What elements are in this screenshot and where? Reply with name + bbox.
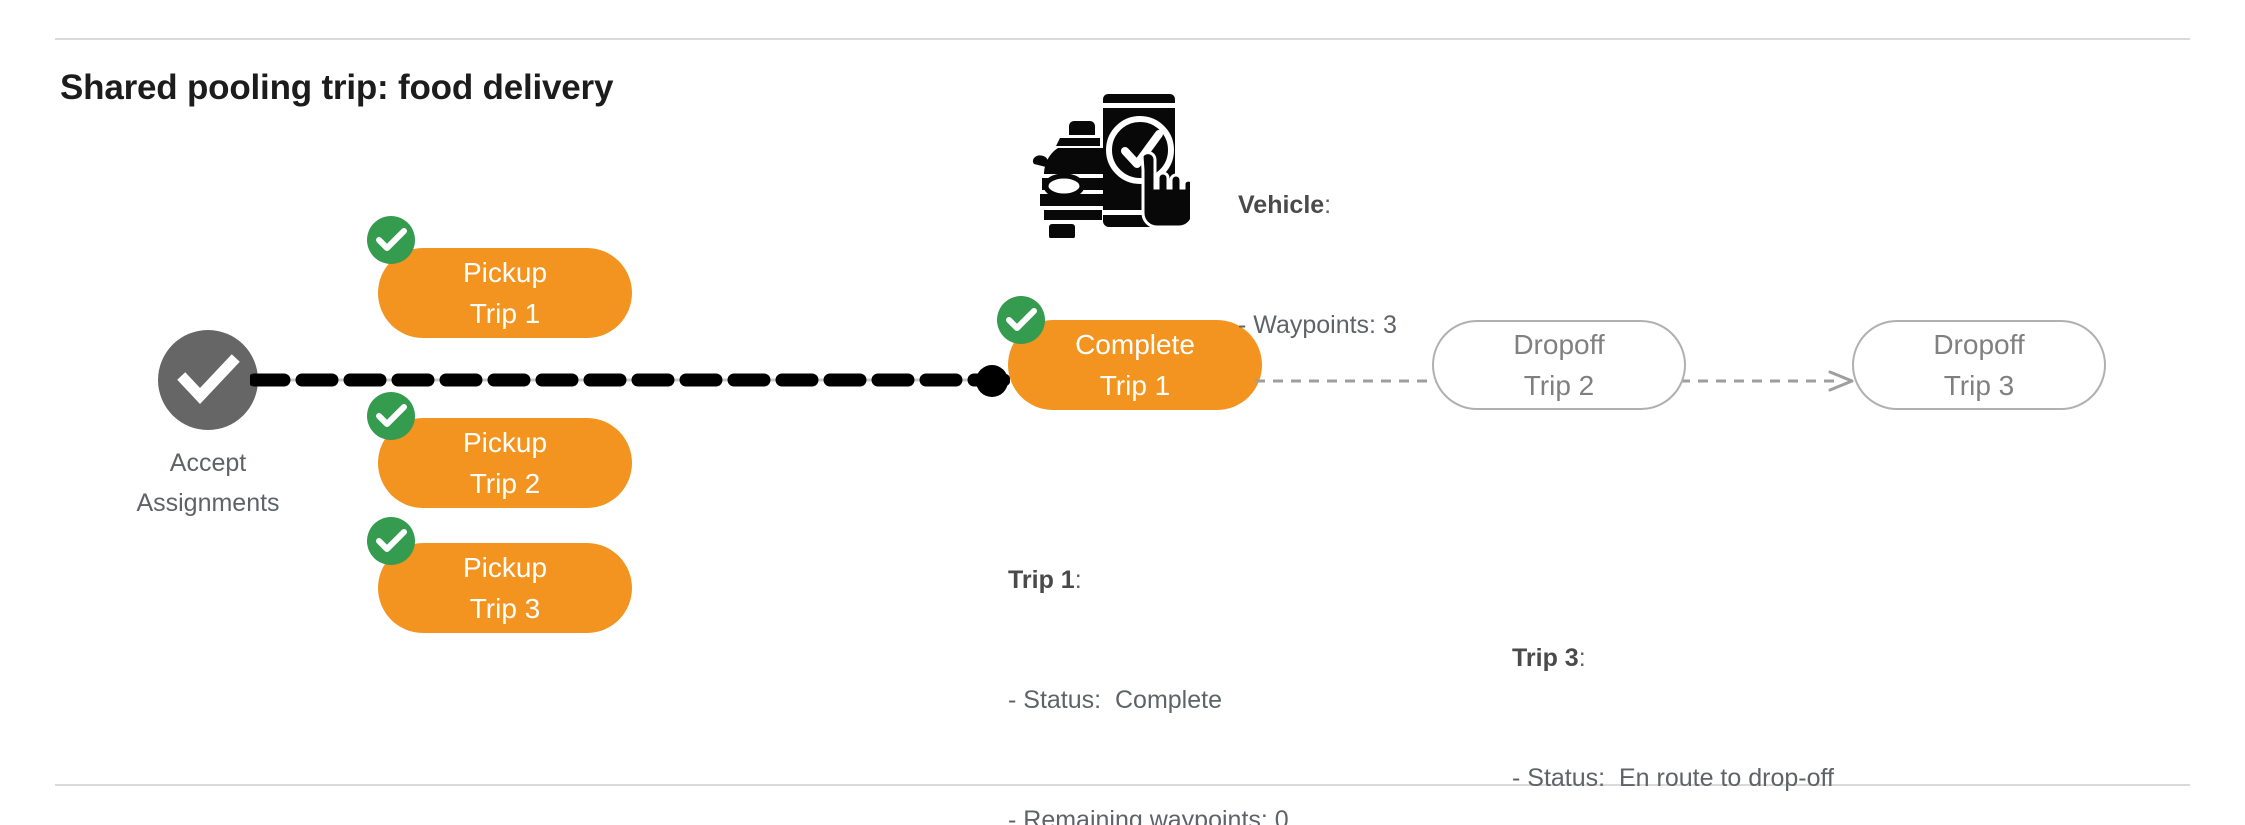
accept-assignments-label: Accept Assignments bbox=[88, 443, 328, 523]
pill-pickup-trip-2-line2: Trip 2 bbox=[469, 468, 541, 499]
check-badge-pickup-trip-2 bbox=[367, 392, 415, 440]
check-badge-icon bbox=[376, 228, 407, 251]
vehicle-info-heading-row: Vehicle: bbox=[1238, 185, 1397, 225]
pill-pickup-trip-3[interactable]: Pickup Trip 3 bbox=[378, 543, 632, 633]
pill-pickup-trip-2-line1: Pickup bbox=[462, 427, 548, 458]
connector-accept-to-complete bbox=[250, 373, 1010, 387]
trip-3-heading-suffix: : bbox=[1578, 644, 1586, 672]
pill-complete-trip-1-line2: Trip 1 bbox=[1099, 370, 1171, 401]
trip-3-info-block: Trip 3: - Status: En route to drop-off -… bbox=[1512, 558, 1834, 825]
divider-top bbox=[55, 38, 2190, 40]
pill-dropoff-trip-2-line2: Trip 2 bbox=[1523, 370, 1595, 401]
check-badge-icon bbox=[1006, 308, 1037, 331]
pill-dropoff-trip-2[interactable]: Dropoff Trip 2 bbox=[1432, 320, 1686, 410]
check-badge-complete-trip-1 bbox=[997, 296, 1045, 344]
pill-complete-trip-1[interactable]: Complete Trip 1 bbox=[1008, 320, 1262, 410]
divider-bottom bbox=[55, 784, 2190, 786]
pill-dropoff-trip-3-line1: Dropoff bbox=[1933, 329, 2025, 360]
pill-dropoff-trip-2-line1: Dropoff bbox=[1513, 329, 1605, 360]
connector-dropoff-2-to-dropoff-3 bbox=[1680, 370, 1854, 392]
check-circle-icon bbox=[177, 354, 240, 405]
pill-complete-trip-1-line1: Complete bbox=[1075, 329, 1195, 360]
check-badge-icon bbox=[376, 529, 407, 552]
vehicle-info-block: Vehicle: - Waypoints: 3 bbox=[1238, 105, 1397, 425]
vehicle-info-waypoints: - Waypoints: 3 bbox=[1238, 311, 1397, 339]
trip-1-heading: Trip 1 bbox=[1008, 566, 1075, 594]
pill-dropoff-trip-3-line2: Trip 3 bbox=[1943, 370, 2015, 401]
trip-1-status: - Status: Complete bbox=[1008, 686, 1222, 714]
pill-pickup-trip-1[interactable]: Pickup Trip 1 bbox=[378, 248, 632, 338]
waypoint-node-dot bbox=[976, 365, 1008, 397]
check-badge-pickup-trip-1 bbox=[367, 216, 415, 264]
trip-1-heading-suffix: : bbox=[1074, 566, 1082, 594]
vehicle-info-heading-suffix: : bbox=[1324, 191, 1332, 219]
page-title: Shared pooling trip: food delivery bbox=[60, 68, 614, 107]
trip-3-heading-row: Trip 3: bbox=[1512, 638, 1834, 678]
trip-1-2-info-block: Trip 1: - Status: Complete - Remaining w… bbox=[1008, 480, 1330, 825]
trip-3-heading: Trip 3 bbox=[1512, 644, 1579, 672]
check-badge-icon bbox=[376, 404, 407, 427]
pill-pickup-trip-3-line1: Pickup bbox=[462, 552, 548, 583]
trip-1-heading-row: Trip 1: bbox=[1008, 560, 1330, 600]
pill-pickup-trip-3-line2: Trip 3 bbox=[469, 593, 541, 624]
accept-assignments-label-line2: Assignments bbox=[136, 489, 280, 517]
pill-pickup-trip-1-line1: Pickup bbox=[462, 257, 548, 288]
trip-3-status: - Status: En route to drop-off bbox=[1512, 764, 1834, 792]
pill-pickup-trip-1-line2: Trip 1 bbox=[469, 298, 541, 329]
pill-pickup-trip-2[interactable]: Pickup Trip 2 bbox=[378, 418, 632, 508]
trip-1-remaining-waypoints: - Remaining waypoints: 0 bbox=[1008, 806, 1289, 825]
accept-assignments-label-line1: Accept bbox=[169, 449, 247, 477]
check-badge-pickup-trip-3 bbox=[367, 517, 415, 565]
pill-dropoff-trip-3[interactable]: Dropoff Trip 3 bbox=[1852, 320, 2106, 410]
connector-complete-to-dropoff-2 bbox=[1255, 379, 1439, 383]
vehicle-info-heading: Vehicle bbox=[1238, 191, 1325, 219]
car-phone-check-icon bbox=[1033, 94, 1190, 238]
accept-assignments-node[interactable] bbox=[158, 330, 258, 430]
